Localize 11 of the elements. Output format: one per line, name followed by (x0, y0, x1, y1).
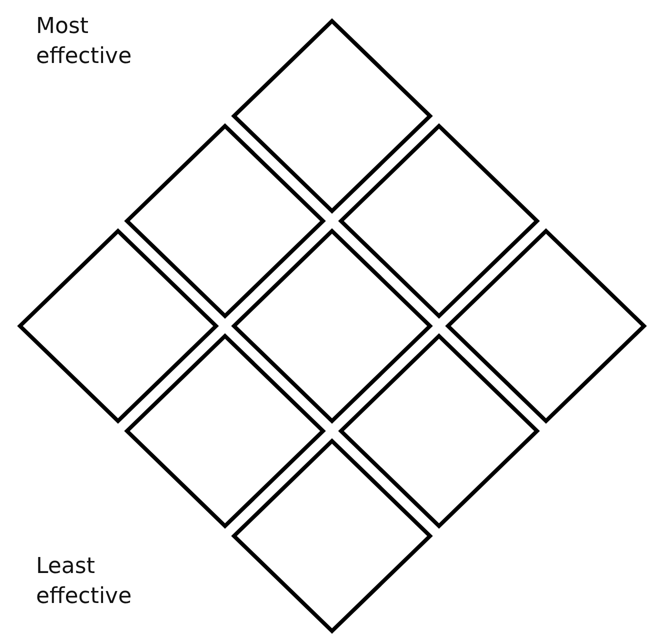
diamond-shape (232, 439, 432, 633)
scale-label: Least effective (36, 553, 133, 611)
diamond-shape (125, 124, 325, 318)
scale-label: Most effective (36, 13, 133, 71)
diamond-shape (339, 334, 539, 528)
diamond-shape (18, 229, 218, 423)
diamond-shape (232, 229, 432, 423)
diamond-shape (232, 19, 432, 213)
diamond-shape (125, 334, 325, 528)
diamond-shape (339, 124, 539, 318)
diamond-shape (446, 229, 646, 423)
